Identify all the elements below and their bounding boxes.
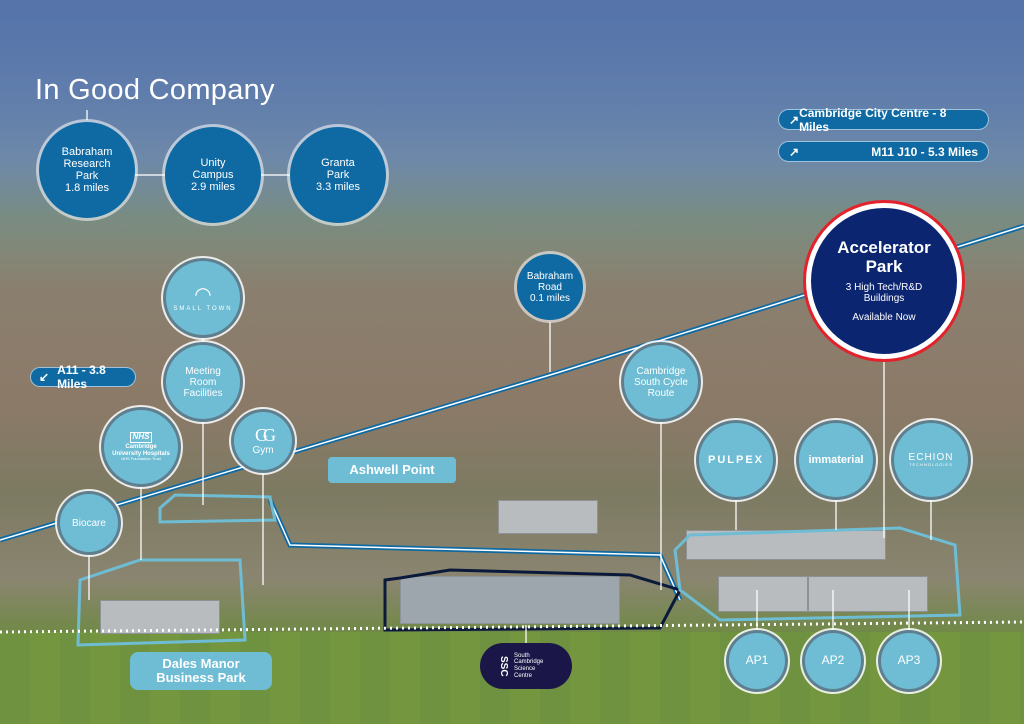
label-text: GG (255, 424, 276, 445)
direction-a11: ↙ A11 - 3.8 Miles (30, 363, 136, 391)
label-text: Cambridge (514, 659, 544, 666)
label-text: Cambridge (125, 444, 157, 451)
label-text: Facilities (183, 387, 223, 399)
label-text: SSC (498, 655, 509, 677)
building (718, 576, 808, 612)
label-text: AP2 (821, 653, 845, 668)
label-text: Centre (514, 672, 533, 679)
building-ap1: AP1 (729, 633, 785, 689)
label-text: Buildings (863, 293, 905, 305)
page-title: In Good Company (35, 74, 275, 106)
label-text: M11 J10 - 5.3 Miles (871, 144, 978, 159)
label-text: Babraham (526, 270, 574, 282)
label-text: Unity (200, 156, 226, 169)
label-text: Room (189, 376, 217, 388)
building (498, 500, 598, 534)
tenant-immaterial: immaterial (799, 423, 873, 497)
label-text: immaterial (808, 453, 864, 466)
label-text: Route (647, 387, 675, 399)
amenity-biocare: Biocare (60, 494, 118, 552)
small-town-logo: ◠SMALL TOWN (166, 261, 240, 335)
label-text: Business Park (156, 670, 246, 685)
label-text: Cambridge City Centre - 8 Miles (799, 105, 947, 134)
label-text: South (514, 652, 530, 659)
label-text: AP3 (897, 653, 921, 668)
label-text: Cambridge (636, 365, 686, 377)
label-text: Gym (252, 445, 274, 457)
label-text: 1.8 miles (64, 182, 110, 195)
building-ap3: AP3 (881, 633, 937, 689)
label-text: Meeting (185, 365, 221, 377)
label-text: Road (538, 281, 562, 293)
label-text: NHS (129, 432, 153, 444)
label-text: SMALL TOWN (173, 305, 233, 312)
label-text: 2.9 miles (190, 181, 236, 194)
building (100, 600, 220, 634)
label-text: TECHNOLOGIES (909, 462, 953, 468)
small-town-arch-icon: ◠ (194, 283, 212, 306)
label-text: Research (63, 157, 111, 170)
building (808, 576, 928, 612)
tenant-pulpex: PULPEX (699, 423, 773, 497)
label-text: ECHION (908, 452, 954, 464)
arrow-up-right-icon: ↗ (789, 112, 800, 127)
label-text: Campus (192, 168, 234, 181)
label-text: Park (865, 256, 903, 276)
label-ashwell-point: Ashwell Point (328, 457, 456, 483)
arrow-up-right-icon: ↗ (789, 144, 800, 159)
arrow-down-left-icon: ↙ (39, 370, 50, 384)
direction-cambridge: ↗Cambridge City Centre - 8 Miles (778, 106, 989, 134)
label-text: Park (75, 170, 99, 182)
label-text: Granta (321, 156, 355, 169)
label-text: Babraham (61, 145, 113, 158)
building-ap2: AP2 (805, 633, 861, 689)
building (400, 576, 620, 624)
label-text: South Cycle (634, 376, 688, 388)
label-text: Available Now (852, 312, 916, 324)
direction-m11: ↗ M11 J10 - 5.3 Miles (778, 141, 989, 162)
label-text: University Hospitals (112, 450, 170, 457)
label-text: Ashwell Point (349, 462, 435, 478)
label-text: Dales Manor (162, 656, 240, 672)
label-text: Biocare (72, 517, 106, 529)
label-text: NHS Foundation Trust (121, 456, 161, 462)
label-text: 0.1 miles (529, 292, 570, 304)
label-text: 3 High Tech/R&D (845, 282, 923, 294)
label-text: Accelerator (837, 237, 931, 257)
label-text: AP1 (745, 653, 769, 668)
label-text: Park (326, 168, 350, 181)
label-text: PULPEX (707, 453, 764, 466)
label-text: 3.3 miles (315, 181, 361, 194)
label-text: Science (514, 666, 536, 672)
label-text: A11 - 3.8 Miles (57, 363, 106, 391)
